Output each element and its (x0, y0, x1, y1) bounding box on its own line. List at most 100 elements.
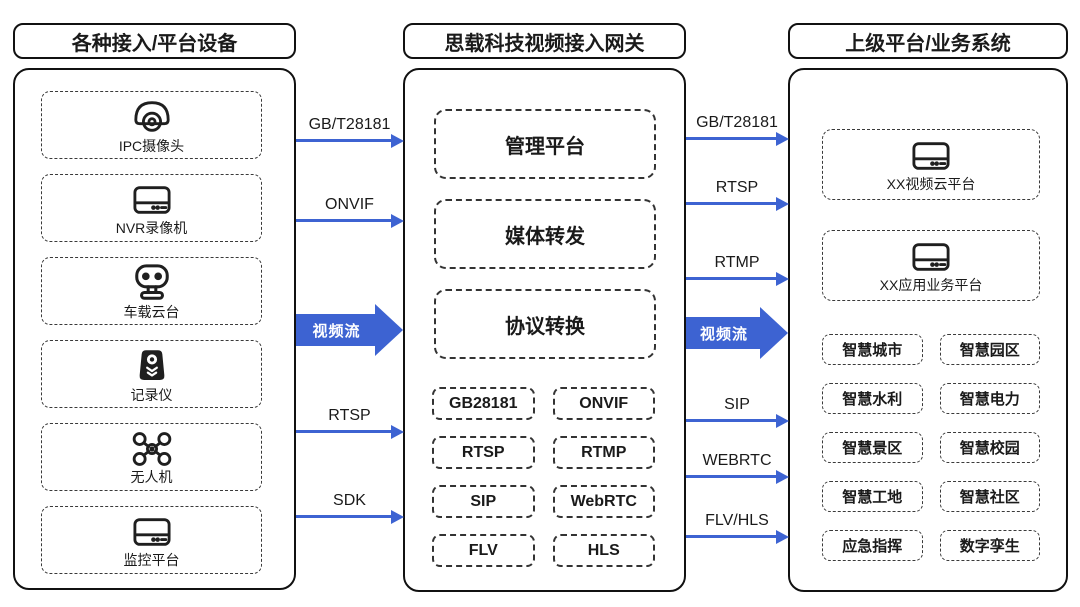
flow-arrow-onvif: ONVIF (296, 195, 404, 228)
app-label: 智慧景区 (842, 440, 903, 457)
protocol-box-sip: SIP (432, 485, 535, 518)
flow-label: ONVIF (325, 196, 374, 213)
app-label: 智慧水利 (842, 391, 903, 408)
server-icon (132, 517, 171, 546)
application-grid: 智慧城市 智慧园区 智慧水利 智慧电力 智慧景区 智慧校园 智慧工地 智慧社区 … (822, 334, 1040, 561)
flow-arrow-sip: SIP (686, 395, 789, 428)
protocol-box-webrtc: WebRTC (552, 485, 655, 518)
vehicle-ptz-icon (134, 263, 169, 300)
protocol-label: GB28181 (449, 394, 518, 412)
arrow-head-icon (776, 131, 789, 146)
gateway-modules: 管理平台 媒体转发 协议转换 (434, 109, 656, 379)
device-label: 记录仪 (130, 386, 173, 403)
module-label: 协议转换 (505, 315, 585, 338)
flow-arrow-sdk: SDK (296, 491, 404, 524)
app-label: 智慧城市 (842, 342, 903, 359)
body-camera-icon (139, 349, 164, 380)
arrow-line (296, 509, 404, 524)
flow-label: WEBRTC (702, 452, 772, 469)
video-stream-arrow-right: 视频流 (686, 307, 788, 359)
device-box-nvr: NVR录像机 (41, 174, 262, 242)
flow-arrow-rtsp-left: RTSP (296, 406, 404, 439)
app-box-smart-park: 智慧园区 (939, 334, 1040, 365)
server-icon (912, 243, 950, 271)
app-box-digital-twin: 数字孪生 (939, 530, 1040, 561)
flow-arrow-rtmp: RTMP (686, 253, 789, 286)
flow-arrow-rtsp-right: RTSP (686, 178, 789, 211)
app-label: 数字孪生 (959, 538, 1020, 555)
app-box-smart-city: 智慧城市 (822, 334, 923, 365)
arrow-head-icon (391, 509, 404, 524)
protocol-label: HLS (587, 541, 620, 559)
flow-label: RTMP (714, 254, 760, 271)
device-label: 监控平台 (123, 551, 180, 568)
platform-label: XX视频云平台 (886, 176, 976, 192)
nvr-recorder-icon (132, 185, 171, 214)
app-box-smart-water: 智慧水利 (822, 383, 923, 414)
module-box-protocol-convert: 协议转换 (434, 289, 656, 359)
left-column-header: 各种接入/平台设备 (13, 23, 296, 59)
device-box-recorder: 记录仪 (41, 340, 262, 408)
app-label: 智慧园区 (959, 342, 1020, 359)
app-label: 应急指挥 (842, 538, 903, 555)
module-label: 媒体转发 (505, 225, 585, 248)
flow-arrow-gbt28181-right: GB/T28181 (686, 113, 789, 146)
flow-label: SIP (724, 396, 750, 413)
app-box-emergency-command: 应急指挥 (822, 530, 923, 561)
flow-arrow-webrtc: WEBRTC (686, 451, 789, 484)
arrow-line (296, 424, 404, 439)
app-label: 智慧校园 (959, 440, 1020, 457)
protocol-box-hls: HLS (552, 534, 655, 567)
app-box-smart-scenic: 智慧景区 (822, 432, 923, 463)
protocol-label: RTSP (461, 443, 505, 461)
drone-icon (132, 431, 171, 466)
arrow-head-icon (776, 529, 789, 544)
module-box-media-forward: 媒体转发 (434, 199, 656, 269)
video-stream-arrow-left: 视频流 (296, 304, 403, 356)
flow-arrow-gbt28181-left: GB/T28181 (296, 115, 404, 148)
app-box-smart-power: 智慧电力 (939, 383, 1040, 414)
arrow-head-icon (776, 271, 789, 286)
device-label: 无人机 (130, 468, 173, 485)
platform-box-app-business: XX应用业务平台 (822, 230, 1040, 301)
module-box-management: 管理平台 (434, 109, 656, 179)
video-stream-label: 视频流 (686, 317, 762, 349)
flow-label: RTSP (715, 179, 759, 196)
flow-label: RTSP (328, 407, 371, 424)
protocol-label: FLV (468, 541, 498, 559)
arrow-head-icon (391, 424, 404, 439)
app-label: 智慧电力 (959, 391, 1020, 408)
protocol-label: WebRTC (570, 492, 637, 510)
gateway-column-header: 思载科技视频接入网关 (403, 23, 686, 59)
module-label: 管理平台 (505, 135, 585, 158)
platform-list: XX视频云平台 XX应用业务平台 (822, 129, 1040, 331)
arrow-line (296, 133, 404, 148)
app-box-smart-community: 智慧社区 (939, 481, 1040, 512)
device-label: NVR录像机 (115, 219, 188, 236)
device-list: IPC摄像头 NVR录像机 (41, 91, 262, 574)
app-label: 智慧工地 (842, 489, 903, 506)
protocol-grid: GB28181 ONVIF RTSP RTMP SIP WebRTC FLV H… (432, 387, 655, 567)
flow-arrow-flv-hls: FLV/HLS (686, 511, 789, 544)
right-column-title: 上级平台/业务系统 (845, 32, 1011, 55)
protocol-label: ONVIF (579, 394, 629, 412)
protocol-label: RTMP (581, 443, 627, 461)
app-box-smart-campus: 智慧校园 (939, 432, 1040, 463)
platform-box-video-cloud: XX视频云平台 (822, 129, 1040, 200)
protocol-box-rtsp: RTSP (432, 436, 535, 469)
gateway-panel: 管理平台 媒体转发 协议转换 GB28181 ONVIF RTSP RTMP S… (403, 68, 686, 592)
right-column-header: 上级平台/业务系统 (788, 23, 1068, 59)
arrow-head-icon (776, 196, 789, 211)
gateway-column-title: 思载科技视频接入网关 (444, 32, 645, 55)
device-label: IPC摄像头 (118, 137, 185, 154)
right-panel: XX视频云平台 XX应用业务平台 智慧城市 智慧园区 智慧水利 (788, 68, 1068, 592)
arrow-line (686, 413, 789, 428)
arrow-head-icon (776, 469, 789, 484)
protocol-label: SIP (470, 492, 497, 510)
arrow-line (686, 196, 789, 211)
arrow-line (296, 213, 404, 228)
arrow-line (686, 131, 789, 146)
flow-label: GB/T28181 (308, 116, 391, 133)
device-box-drone: 无人机 (41, 423, 262, 491)
